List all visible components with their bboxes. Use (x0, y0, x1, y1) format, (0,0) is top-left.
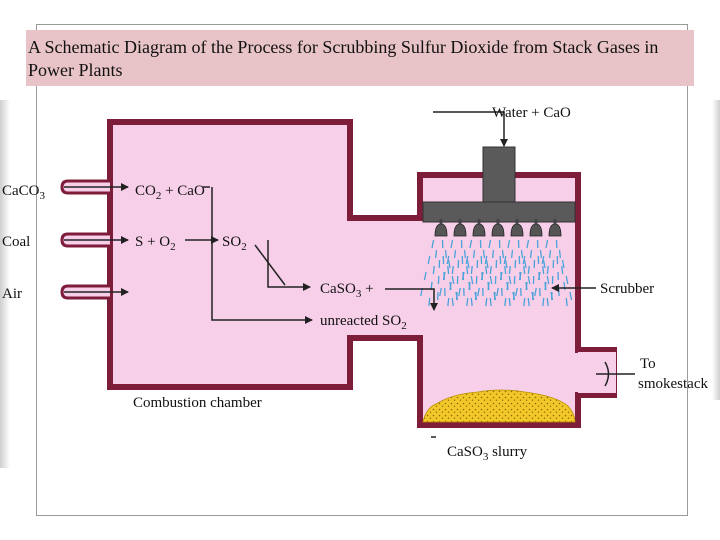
combustion-chamber-label: Combustion chamber (133, 395, 262, 411)
nozzle-icon (491, 223, 505, 237)
co2-cao-label: CO2 + CaO (135, 183, 205, 202)
scrubber-label: Scrubber (600, 281, 654, 297)
spray-head (422, 146, 576, 223)
nozzle-icon (510, 223, 524, 237)
diagram-labels: Water + CaO CaCO3 Coal Air CO2 + CaO S +… (2, 105, 708, 463)
chamber-body (107, 119, 617, 428)
nozzle-icon (548, 223, 562, 237)
outlet-pipe (578, 348, 616, 397)
caso3-plus-label: CaSO3 + (320, 281, 374, 300)
right-edge-shadow (712, 100, 720, 400)
caco3-label: CaCO3 (2, 183, 46, 202)
so2-label: SO2 (222, 234, 247, 253)
spray-nozzles (434, 219, 562, 237)
s-o2-label: S + O2 (135, 234, 176, 253)
smokestack-label: smokestack (638, 376, 708, 392)
caso3-slurry (422, 389, 576, 423)
top-input-label: Water + CaO (492, 105, 571, 121)
nozzle-icon (529, 223, 543, 237)
flow-arrows (64, 111, 635, 438)
unreacted-so2-label: unreacted SO2 (320, 313, 407, 332)
left-edge-shadow (0, 100, 10, 468)
nozzle-icon (472, 223, 486, 237)
nozzle-icon (434, 223, 448, 237)
to-label: To (640, 356, 656, 372)
slurry-label: CaSO3 slurry (447, 444, 528, 463)
coal-label: Coal (2, 234, 30, 250)
air-label: Air (2, 286, 22, 302)
inlet-pipes (60, 179, 110, 300)
nozzle-icon (453, 223, 467, 237)
slide-title: A Schematic Diagram of the Process for S… (26, 30, 694, 86)
